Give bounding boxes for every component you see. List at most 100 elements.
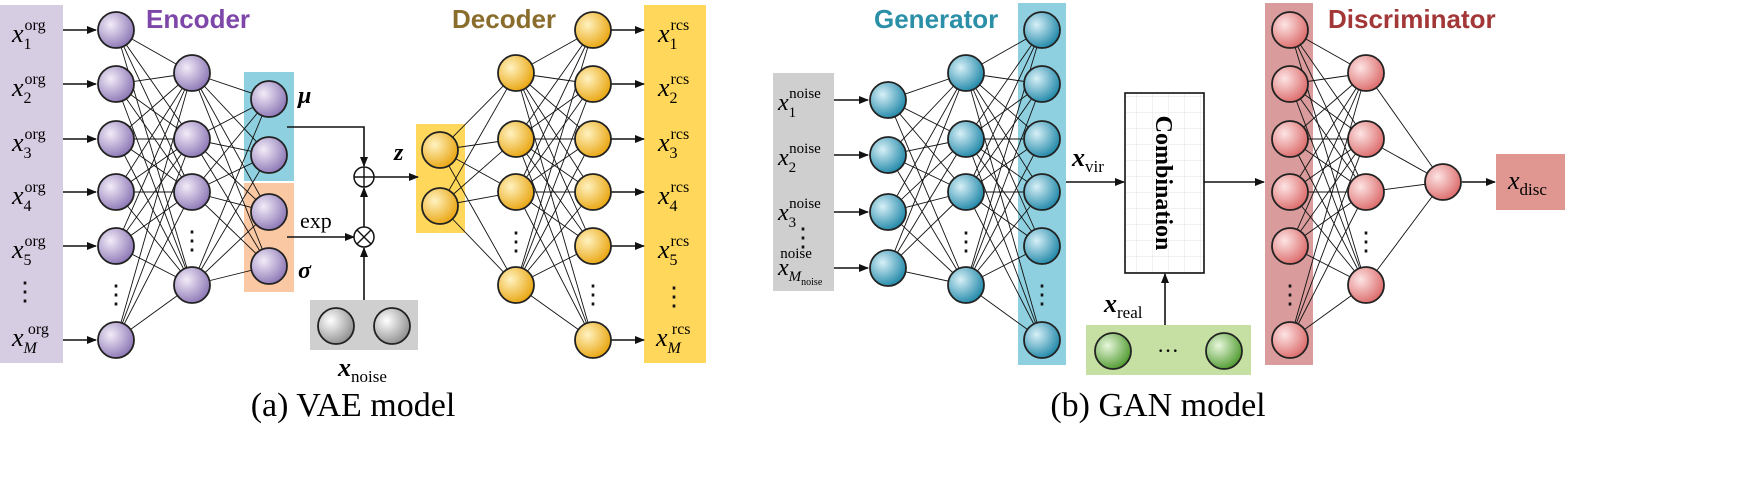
gan-noise-label: x3noise [777,196,821,231]
connection-line [965,29,1043,140]
gan-disc-output-box [1496,154,1565,210]
vae-output-label: xMrcs [655,321,691,357]
connection-line [965,191,1043,286]
connection-line [1289,29,1367,140]
connection-line [115,72,193,341]
decoder-hidden-node [497,120,535,158]
discriminator-hidden-node [1347,120,1385,158]
svg-text:⋮: ⋮ [790,223,816,252]
sigma-node [250,247,288,285]
vae-input-panel [0,5,63,363]
decoder-hidden-node [497,266,535,304]
connection-line [965,72,1043,341]
connection-line [515,83,594,193]
encoder-input-node [97,65,135,103]
connection-line [965,138,1043,341]
connection-line [887,99,967,286]
decoder-title: Decoder [452,4,556,34]
connection-line [515,29,594,140]
gan-noise-labels: x1noise x2noise x3noise xMnoisenoise [777,86,823,288]
generator-input-node [869,136,907,174]
svg-text:⋮: ⋮ [953,227,979,256]
generator-input-node [869,193,907,231]
connection-line [1289,72,1367,193]
gan-noise-label: x2noise [777,141,821,176]
connection-line [965,72,1043,193]
generator-hidden-node [947,120,985,158]
virtual-label: xvir [1071,143,1104,176]
encoder-input-node [97,227,135,265]
vae-input-label: x5org [11,233,46,269]
connection-line [1289,138,1367,341]
connection-line [1289,138,1367,247]
z-label: z [393,140,404,166]
svg-text:⋮: ⋮ [1029,280,1055,309]
noise-node [317,307,355,345]
svg-text:⋮: ⋮ [103,280,129,309]
mu-node [250,136,288,174]
svg-text:⋮: ⋮ [661,282,687,311]
plus-operator [353,166,375,188]
discriminator-output-node [1424,163,1462,201]
connection-line [115,191,193,341]
encoder-hidden-node [173,120,211,158]
vae-output-labels: x1rcs x2rcs x3rcs x4rcs x5rcs xMrcs [655,17,691,357]
connection-line [1365,181,1444,286]
vae-input-label: x1org [11,17,46,53]
decoder-output-node [574,120,612,158]
generator-title: Generator [874,4,998,34]
encoder-hidden-node [173,266,211,304]
vae-output-label: x2rcs [657,71,689,107]
svg-text:⋮: ⋮ [580,280,606,309]
decoder-output-node [574,321,612,359]
discriminator-hidden-node [1347,266,1385,304]
connection-line [515,138,594,341]
connection-line [887,72,967,269]
connection-line [515,191,594,286]
connection-line [1289,83,1367,286]
disc-output-label: xdisc [1507,166,1547,199]
connection-line [115,72,193,193]
connection-line [1289,138,1367,286]
decoder-output-node [574,227,612,265]
svg-text:⋮: ⋮ [179,226,205,255]
connection-line [515,72,594,193]
connection-line [115,83,193,193]
discriminator-title: Discriminator [1328,4,1496,34]
connection-line [1289,72,1367,247]
generator-output-node [1023,65,1061,103]
connection-line [515,29,594,193]
connection-line [965,83,1043,286]
encoder-input-node [97,11,135,49]
connection-line [887,72,967,213]
generator-output-node [1023,173,1061,211]
connection-line [965,29,1043,193]
discriminator-input-node [1271,321,1309,359]
generator-hidden-node [947,54,985,92]
exp-label: exp [300,208,332,233]
sigma-node [250,193,288,231]
gan-caption: (b) GAN model [1050,387,1265,424]
connection-line [191,98,270,286]
decoder-output-node [574,65,612,103]
discriminator-input-node [1271,65,1309,103]
generator-input-node [869,249,907,287]
discriminator-input-node [1271,173,1309,211]
sigma-label: σ [298,258,312,284]
connection-line [439,149,517,286]
connection-line [887,138,967,269]
connection-line [115,83,193,286]
connection-line [191,154,270,286]
generator-hidden-node [947,173,985,211]
connection-line [1289,191,1367,341]
noise-node [373,307,411,345]
latent-z-node [421,131,459,169]
generator-hidden-node [947,266,985,304]
generator-output-node [1023,321,1061,359]
generator-output-node [1023,120,1061,158]
vae-input-label: x3org [11,126,46,162]
decoder-hidden-node [497,54,535,92]
decoder-output-node [574,173,612,211]
vae-output-panel [644,5,706,363]
